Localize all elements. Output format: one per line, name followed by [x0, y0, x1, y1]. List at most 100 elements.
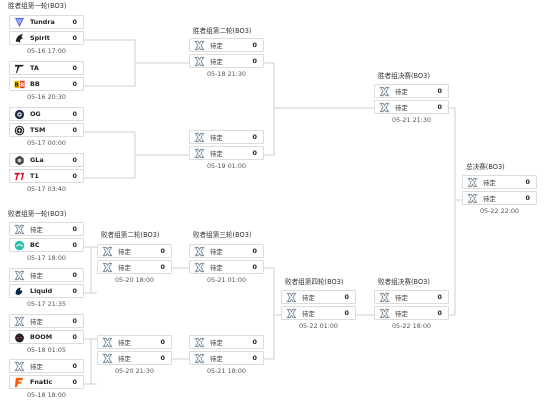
- team-name: 待定: [30, 271, 43, 280]
- tbd-icon: [286, 308, 297, 319]
- team-name: 待定: [210, 338, 223, 347]
- team-score: 0: [437, 103, 442, 111]
- lower-round-2-title: 败者组第二轮(BO3): [101, 231, 160, 239]
- tbd-icon: [194, 40, 205, 51]
- tbd-icon: [102, 262, 113, 273]
- tbd-icon: [286, 292, 297, 303]
- upper-final-title: 胜者组决赛(BO3): [378, 72, 430, 80]
- tbd-icon: [14, 224, 25, 235]
- team-name: 待定: [395, 293, 408, 302]
- lower-final-title: 败者组决赛(BO3): [378, 278, 430, 286]
- team-name: 待定: [395, 309, 408, 318]
- team-name: 待定: [30, 362, 43, 371]
- team-name: 待定: [118, 354, 131, 363]
- tbd-icon: [467, 193, 478, 204]
- lower-round-4-title: 败者组第四轮(BO3): [285, 278, 344, 286]
- upper-round-2-title: 胜者组第二轮(BO3): [193, 27, 252, 35]
- team-name: 待定: [30, 225, 43, 234]
- team-row[interactable]: 待定 0: [374, 100, 449, 114]
- team-score: 0: [437, 87, 442, 95]
- team-name: 待定: [302, 309, 315, 318]
- team-name: 待定: [395, 103, 408, 112]
- team-name: T1: [30, 172, 39, 180]
- upper-round-1-title: 胜者组第一轮(BO3): [8, 2, 67, 10]
- t1-logo: [14, 171, 25, 182]
- team-score: 0: [72, 172, 77, 180]
- match-time: 05-17 21:35: [26, 300, 67, 308]
- tbd-icon: [379, 292, 390, 303]
- team-row[interactable]: 待定 0: [189, 335, 264, 349]
- team-score: 0: [160, 338, 165, 346]
- team-score: 0: [252, 338, 257, 346]
- match-time: 05-18 01:05: [26, 346, 67, 354]
- match-time: 05-20 21:30: [114, 367, 155, 375]
- boom-logo: [14, 332, 25, 343]
- team-row[interactable]: 待定 0: [374, 306, 449, 320]
- tbd-icon: [379, 308, 390, 319]
- tbd-icon: [194, 148, 205, 159]
- tbd-icon: [102, 353, 113, 364]
- team-score: 0: [437, 309, 442, 317]
- team-score: 0: [72, 64, 77, 72]
- team-row[interactable]: T1 0: [9, 169, 84, 183]
- tbd-icon: [194, 353, 205, 364]
- match-time: 05-22 18:00: [391, 322, 432, 330]
- team-score: 0: [160, 247, 165, 255]
- match-time: 05-16 20:30: [26, 93, 67, 101]
- tbd-icon: [102, 246, 113, 257]
- team-score: 0: [344, 293, 349, 301]
- team-name: Tundra: [30, 18, 55, 26]
